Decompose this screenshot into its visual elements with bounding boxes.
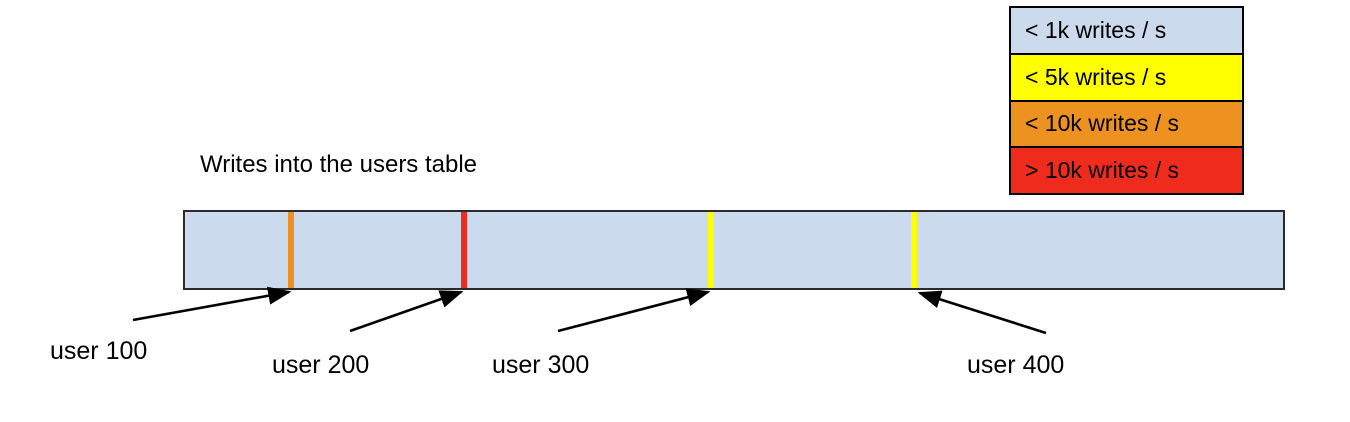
arrow-user-200 bbox=[349, 290, 464, 333]
annotation-label-user-300: user 300 bbox=[492, 351, 590, 379]
users-table-bar bbox=[183, 210, 1285, 290]
marker-user-300 bbox=[708, 212, 714, 288]
legend-item-under-10k: < 10k writes / s bbox=[1011, 101, 1242, 149]
legend-item-label: > 10k writes / s bbox=[1025, 157, 1180, 184]
arrow-user-300 bbox=[557, 288, 711, 333]
chart-title: Writes into the users table bbox=[200, 151, 478, 178]
legend-item-label: < 1k writes / s bbox=[1025, 16, 1167, 43]
arrow-user-400 bbox=[917, 290, 1047, 335]
marker-user-100 bbox=[288, 212, 294, 288]
annotation-label-user-100: user 100 bbox=[50, 337, 148, 365]
arrow-user-100 bbox=[132, 286, 292, 322]
marker-user-200 bbox=[461, 212, 467, 288]
legend-item-under-5k: < 5k writes / s bbox=[1011, 54, 1242, 102]
legend-item-over-10k: > 10k writes / s bbox=[1011, 148, 1242, 193]
legend: < 1k writes / s < 5k writes / s < 10k wr… bbox=[1009, 6, 1244, 195]
legend-item-under-1k: < 1k writes / s bbox=[1011, 8, 1242, 55]
annotation-label-user-200: user 200 bbox=[272, 351, 370, 379]
marker-user-400 bbox=[911, 212, 917, 288]
annotation-label-user-400: user 400 bbox=[967, 351, 1065, 379]
legend-item-label: < 5k writes / s bbox=[1025, 63, 1167, 90]
legend-item-label: < 10k writes / s bbox=[1025, 110, 1180, 137]
